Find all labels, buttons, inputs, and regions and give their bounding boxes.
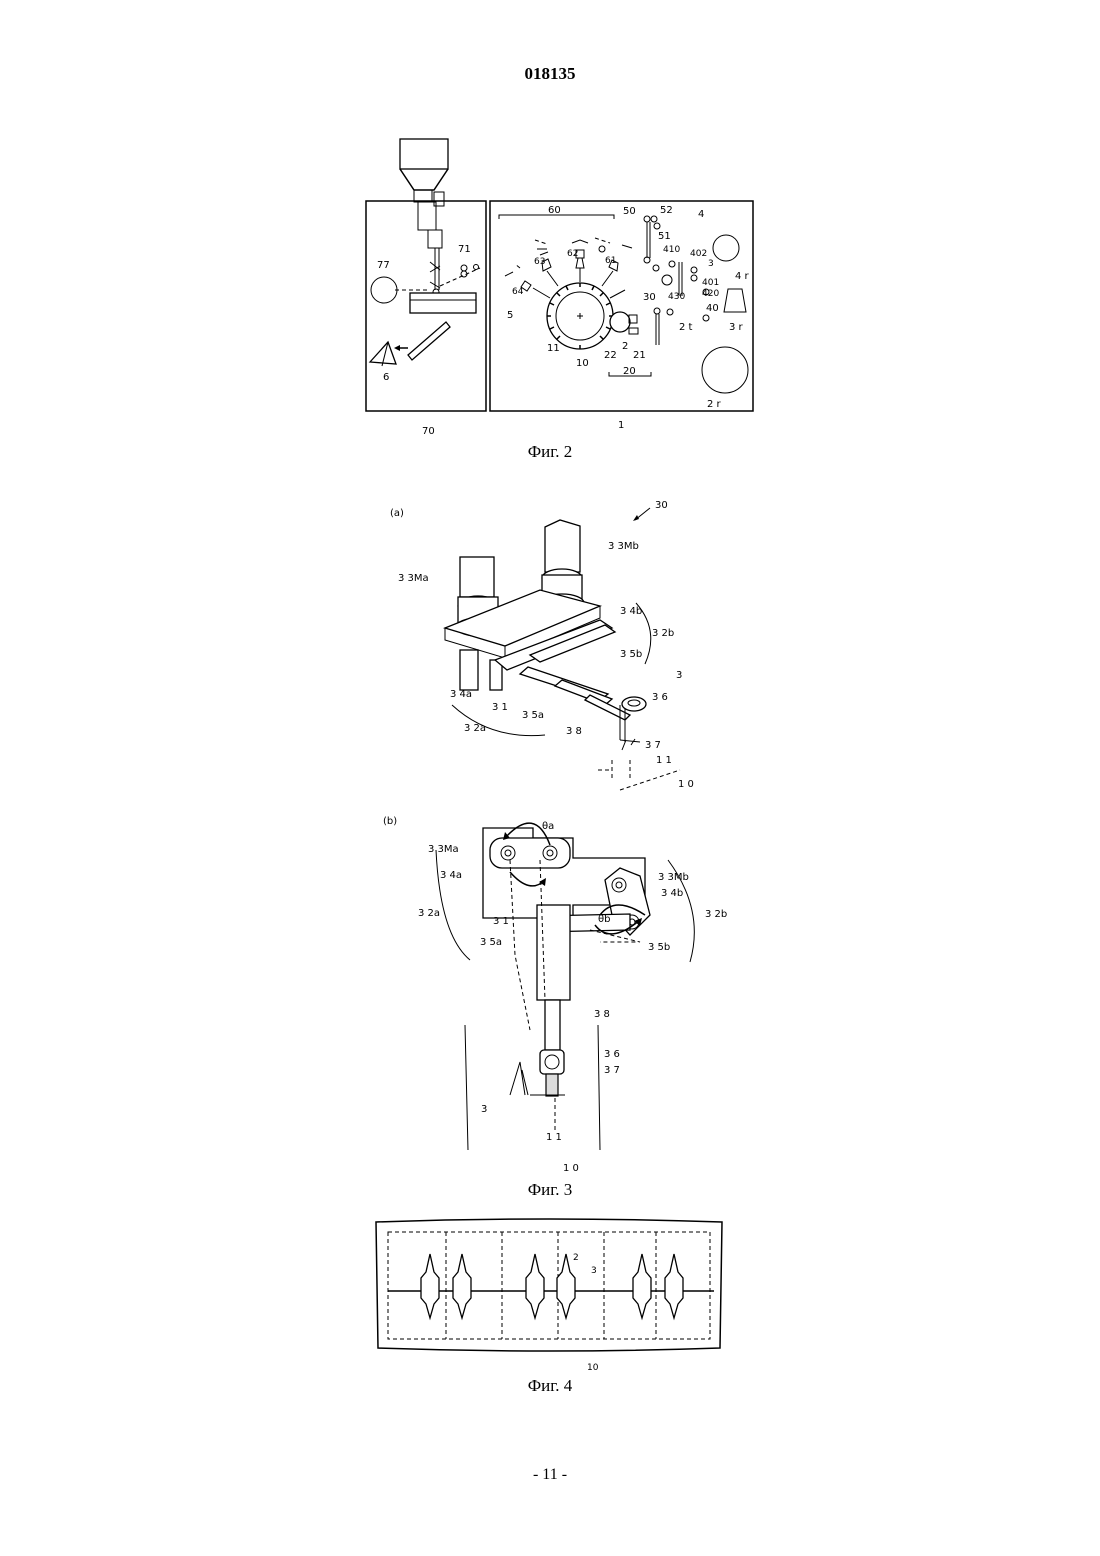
fig2-label: 40 — [706, 303, 719, 314]
fig2-label: 4 r — [735, 271, 750, 282]
fig4-label: 3 — [591, 1266, 597, 1276]
fig2-label: 1 — [618, 420, 624, 431]
fig3b-label: 3 1 — [493, 916, 509, 927]
fig2-label: 70 — [422, 426, 435, 437]
fig2-label: 10 — [576, 358, 589, 369]
fig3a-label: 3 4a — [450, 689, 472, 700]
figure-4-drawing: 2 3 10 — [370, 1215, 730, 1375]
fig3a-label: 3 1 — [492, 702, 508, 713]
tea-bag-shape — [633, 1254, 651, 1318]
fig3b-label: 3 8 — [594, 1009, 610, 1020]
fig2-label: 402 — [690, 249, 707, 259]
fig3b-label: 3 3Mb — [658, 872, 689, 883]
fig3b-label: 3 5b — [648, 942, 670, 953]
fig2-label: 52 — [660, 205, 673, 216]
fig3a-label: 3 3Mb — [608, 541, 639, 552]
hopper — [400, 139, 448, 248]
fig2-label: 3 r — [729, 322, 744, 333]
fig2-label: 64 — [512, 287, 524, 297]
fig2-label: 430 — [668, 292, 685, 302]
fig3b-label: 3 6 — [604, 1049, 620, 1060]
fig2-label: 5 — [507, 310, 513, 321]
fig3a-label: 3 6 — [652, 692, 668, 703]
fig2-label: 30 — [643, 292, 656, 303]
fig3b-label: 3 2b — [705, 909, 727, 920]
fig3a-label: 3 2b — [652, 628, 674, 639]
fig2-label: 61 — [605, 256, 616, 266]
fig4-label: 2 — [573, 1253, 579, 1263]
fig3b-label: θa — [542, 821, 554, 832]
fig3-subfigure-label: (a) — [390, 508, 404, 519]
fig3a-label: 1 0 — [678, 779, 694, 790]
fig2-label: 60 — [548, 205, 561, 216]
figure-2-drawing: 70 1 77 71 6 60 50 52 51 4 62 63 61 64 5… — [360, 130, 760, 440]
fig2-label: 51 — [658, 231, 671, 242]
fig3b-label: 3 2a — [418, 908, 440, 919]
fig3b-label: 3 — [481, 1104, 487, 1115]
fig3b-label: 1 0 — [563, 1163, 579, 1174]
fig2-label: 2 — [622, 341, 628, 352]
fig2-label: 3 — [708, 259, 714, 269]
fig2-label: 63 — [534, 257, 545, 267]
fig2-label: 71 — [458, 244, 471, 255]
tea-bag-shape — [421, 1254, 439, 1318]
figure-4-caption: Фиг. 4 — [0, 1376, 1100, 1396]
fig2-label: 420 — [702, 289, 719, 299]
fig3a-label: 3 — [676, 670, 682, 681]
fig3b-label: 3 5a — [480, 937, 502, 948]
fig3a-label: 3 5b — [620, 649, 642, 660]
fig3a-label: 30 — [655, 500, 668, 511]
figure-2-caption: Фиг. 2 — [0, 442, 1100, 462]
pouch-row — [421, 1254, 683, 1318]
fig3b-label: θb — [598, 914, 610, 925]
fig2-label: 11 — [547, 343, 560, 354]
tea-bag-shape — [665, 1254, 683, 1318]
tea-bag-shape — [526, 1254, 544, 1318]
fig2-label: 2 r — [707, 399, 722, 410]
fig2-label: 22 — [604, 350, 617, 361]
fig3b-label: 3 4a — [440, 870, 462, 881]
tea-bag-shape — [557, 1254, 575, 1318]
fig2-label: 6 — [383, 372, 389, 383]
tea-bag-shape — [453, 1254, 471, 1318]
fig2-label: 410 — [663, 245, 680, 255]
rotary-table — [547, 283, 613, 349]
fig2-label: 21 — [633, 350, 646, 361]
fig2-label: 20 — [623, 366, 636, 377]
fig3a-label: 3 5a — [522, 710, 544, 721]
fig2-label: 2 t — [679, 322, 693, 333]
fig2-label: 401 — [702, 278, 719, 288]
fig3a-label: 3 4b — [620, 606, 642, 617]
page-number: - 11 - — [0, 1466, 1100, 1484]
fig3b-label: 1 1 — [546, 1132, 562, 1143]
fig3b-label: 3 3Ma — [428, 844, 459, 855]
fig3b-label: 3 4b — [661, 888, 683, 899]
fig2-label: 4 — [698, 209, 704, 220]
fig2-label: 50 — [623, 206, 636, 217]
fig3-subfigure-label: (b) — [383, 816, 397, 827]
fig3a-label: 1 1 — [656, 755, 672, 766]
figure-3b-drawing: (b) θa θb 3 3Ma 3 4a 3 3Mb 3 4b 3 2a 3 1… — [376, 810, 736, 1180]
patent-number: 018135 — [0, 64, 1100, 84]
figure-3-caption: Фиг. 3 — [0, 1180, 1100, 1200]
fig4-label: 10 — [587, 1363, 599, 1373]
fig3a-label: 3 2a — [464, 723, 486, 734]
fig3b-label: 3 7 — [604, 1065, 620, 1076]
fig3a-label: 3 8 — [566, 726, 582, 737]
fig3a-label: 3 7 — [645, 740, 661, 751]
fig2-label: 77 — [377, 260, 390, 271]
figure-3a-drawing: (a) 30 3 3Ma 3 3Mb 3 4b 3 2b 3 5b 3 3 6 … — [380, 495, 710, 795]
fig2-label: 62 — [567, 249, 578, 259]
fig3a-label: 3 3Ma — [398, 573, 429, 584]
